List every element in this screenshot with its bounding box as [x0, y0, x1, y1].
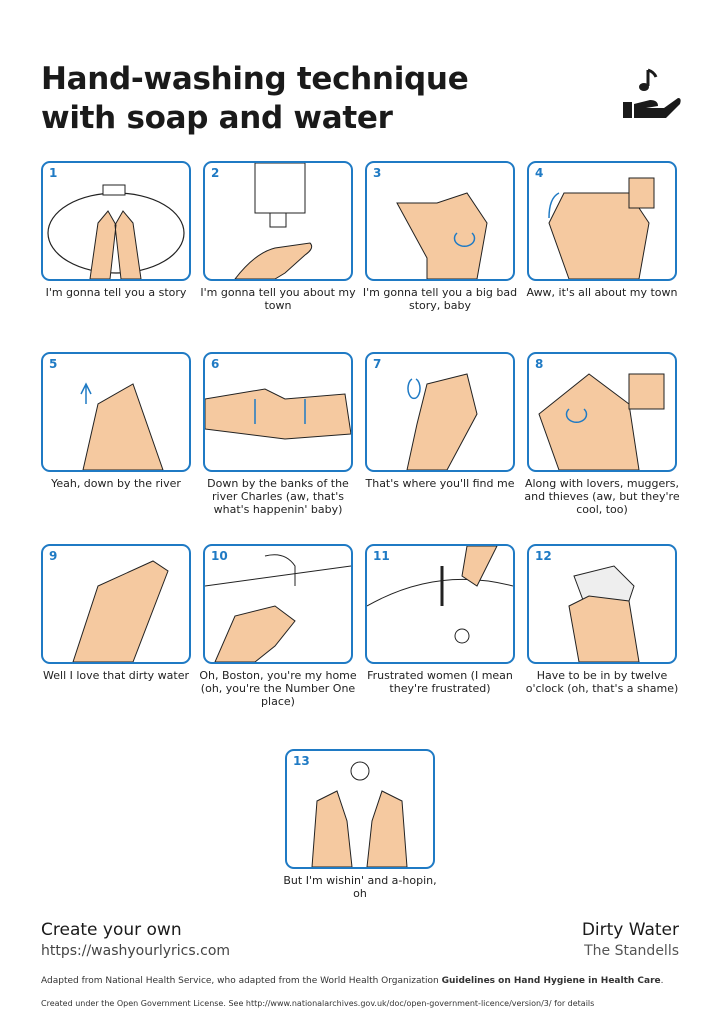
step-illustration: 8 [527, 352, 677, 472]
hand-washing-illustration [47, 184, 185, 279]
step-4: 4 Aww, it's all about my town [526, 161, 689, 299]
step-number: 5 [49, 357, 58, 371]
credit-prefix: Adapted from National Health Service, wh… [41, 976, 442, 986]
title-line-1: Hand-washing technique [41, 61, 469, 97]
hand-washing-illustration [311, 761, 408, 867]
credit-source: Guidelines on Hand Hygiene in Health Car… [441, 976, 661, 986]
hand-washing-illustration [80, 382, 164, 470]
step-illustration: 6 [203, 352, 353, 472]
website-link[interactable]: https://washyourlyrics.com [41, 943, 231, 959]
step-caption: I'm gonna tell you about my town [200, 286, 356, 312]
hand-washing-illustration [72, 560, 169, 662]
step-illustration: 11 [365, 544, 515, 664]
step-illustration: 10 [203, 544, 353, 664]
step-6: 6 Down by the banks of the river Charles… [203, 352, 365, 516]
step-caption: But I'm wishin' and a-hopin, oh [283, 874, 437, 900]
step-illustration: 4 [527, 161, 677, 281]
hand-washing-illustration [548, 177, 655, 279]
hand-washing-illustration [406, 373, 478, 470]
step-9: 9 Well I love that dirty water [41, 544, 203, 682]
step-7: 7 That's where you'll find me [365, 352, 527, 490]
step-number: 7 [373, 357, 382, 371]
hand-washing-illustration [396, 192, 488, 279]
license-text: Created under the Open Government Licens… [41, 999, 595, 1008]
step-number: 10 [211, 549, 228, 563]
hand-washing-illustration [205, 554, 351, 662]
step-illustration: 1 [41, 161, 191, 281]
step-number: 3 [373, 166, 382, 180]
step-8: 8 Along with lovers, muggers, and thieve… [524, 352, 689, 516]
step-3: 3 I'm gonna tell you a big bad story, ba… [363, 161, 527, 312]
step-caption: Have to be in by twelve o'clock (oh, tha… [525, 669, 679, 695]
step-caption: That's where you'll find me [365, 477, 515, 490]
step-11: 11 Frustrated women (I mean they're frus… [365, 544, 527, 695]
step-illustration: 12 [527, 544, 677, 664]
step-illustration: 9 [41, 544, 191, 664]
step-number: 9 [49, 549, 58, 563]
step-caption: Aww, it's all about my town [526, 286, 678, 299]
create-your-own-heading: Create your own [41, 920, 182, 940]
step-5: 5 Yeah, down by the river [41, 352, 203, 490]
step-caption: Along with lovers, muggers, and thieves … [524, 477, 680, 516]
step-number: 6 [211, 357, 220, 371]
step-number: 2 [211, 166, 220, 180]
step-13: 13 But I'm wishin' and a-hopin, oh [283, 749, 447, 900]
step-1: 1 I'm gonna tell you a story [41, 161, 203, 299]
step-number: 8 [535, 357, 544, 371]
step-10: 10 Oh, Boston, you're my home (oh, you'r… [199, 544, 365, 708]
step-illustration: 13 [285, 749, 435, 869]
hand-music-note-icon [623, 68, 681, 118]
step-caption: I'm gonna tell you a story [45, 286, 187, 299]
hand-washing-illustration [538, 373, 665, 470]
song-title: Dirty Water [581, 920, 679, 940]
step-number: 12 [535, 549, 552, 563]
credit-text: Adapted from National Health Service, wh… [41, 976, 681, 987]
hand-washing-illustration [234, 163, 313, 279]
step-caption: Yeah, down by the river [51, 477, 181, 490]
step-2: 2 I'm gonna tell you about my town [200, 161, 365, 312]
step-number: 11 [373, 549, 390, 563]
step-illustration: 7 [365, 352, 515, 472]
step-caption: I'm gonna tell you a big bad story, baby [362, 286, 518, 312]
step-caption: Well I love that dirty water [43, 669, 189, 682]
hand-washing-illustration [367, 546, 513, 644]
hand-washing-illustration [568, 565, 640, 662]
step-number: 1 [49, 166, 58, 180]
step-caption: Frustrated women (I mean they're frustra… [367, 669, 513, 695]
credit-suffix: . [660, 976, 664, 986]
step-illustration: 2 [203, 161, 353, 281]
page-title: Hand-washing technique with soap and wat… [41, 60, 469, 138]
step-12: 12 Have to be in by twelve o'clock (oh, … [526, 544, 689, 695]
hand-washing-illustration [205, 388, 351, 440]
title-line-2: with soap and water [41, 100, 393, 136]
step-caption: Oh, Boston, you're my home (oh, you're t… [199, 669, 357, 708]
step-illustration: 3 [365, 161, 515, 281]
artist-name: The Standells [584, 943, 679, 959]
step-illustration: 5 [41, 352, 191, 472]
step-caption: Down by the banks of the river Charles (… [207, 477, 349, 516]
step-number: 4 [535, 166, 544, 180]
step-number: 13 [293, 754, 310, 768]
